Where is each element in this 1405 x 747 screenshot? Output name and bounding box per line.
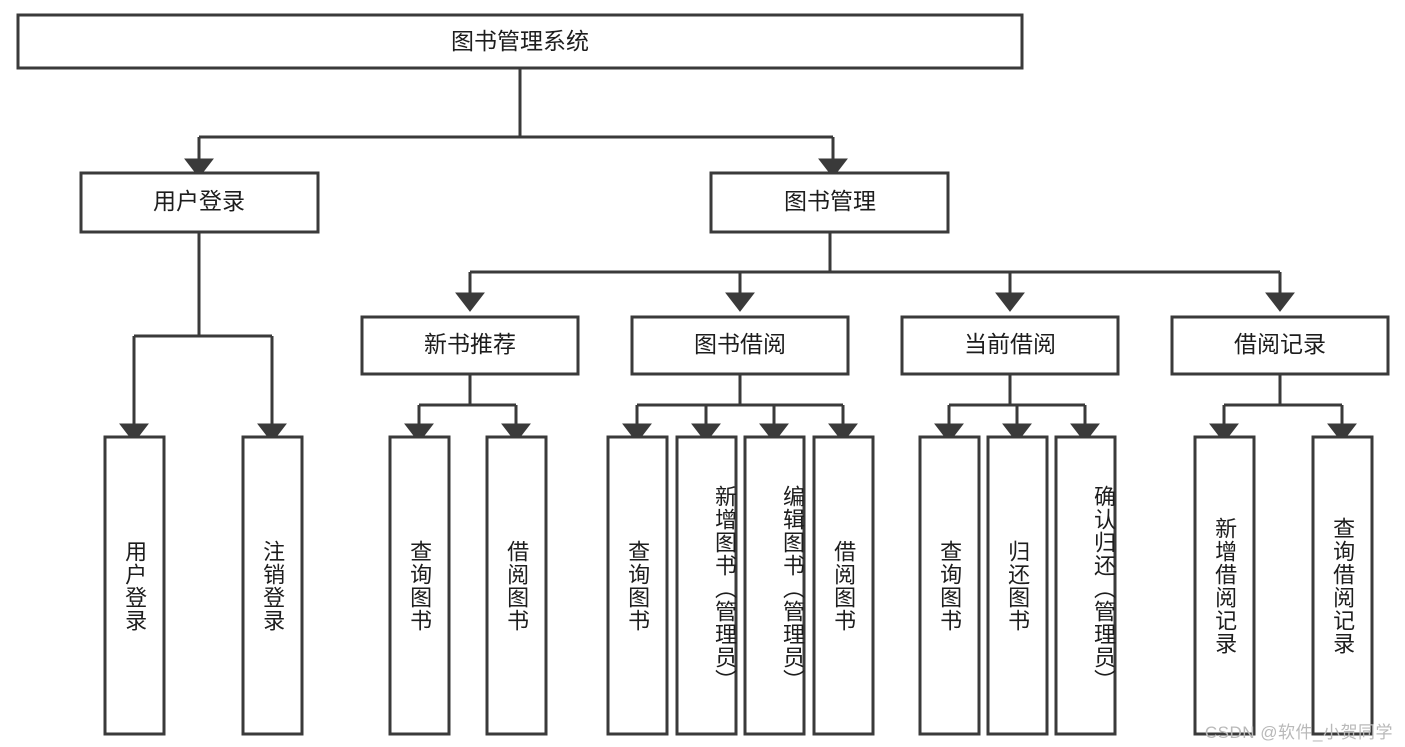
- node-user-login-label: 用户登录: [153, 188, 245, 214]
- connector-current-borrow-to-leaves: [934, 375, 1100, 443]
- node-new-book-recommend[interactable]: 新书推荐: [360, 315, 580, 376]
- connector-user-login-to-leaves: [119, 233, 287, 443]
- node-root-system[interactable]: 图书管理系统: [16, 13, 1024, 70]
- leaf-user-login-1[interactable]: [241, 435, 304, 736]
- node-borrow-record[interactable]: 借阅记录: [1170, 315, 1390, 376]
- leaf-book-borrow-1[interactable]: [675, 435, 738, 736]
- leaf-book-borrow-2[interactable]: [743, 435, 806, 736]
- leaf-current-borrow-1[interactable]: [986, 435, 1049, 736]
- node-book-management-label: 图书管理: [784, 188, 876, 214]
- leaf-new-book-1[interactable]: [485, 435, 548, 736]
- leaf-book-borrow-3[interactable]: [812, 435, 875, 736]
- leaf-current-borrow-2[interactable]: [1054, 435, 1117, 736]
- connector-new-book-to-leaves: [404, 375, 531, 443]
- node-new-book-recommend-label: 新书推荐: [424, 331, 516, 357]
- node-book-borrow-label: 图书借阅: [694, 331, 786, 357]
- watermark-text: CSDN @软件_小贺同学: [1204, 723, 1393, 742]
- leaf-borrow-record-0[interactable]: [1193, 435, 1256, 736]
- connector-book-mgmt-to-level3: [455, 233, 1295, 312]
- node-current-borrow[interactable]: 当前借阅: [900, 315, 1120, 376]
- connector-root-to-level2: [184, 69, 848, 178]
- leaf-user-login-0[interactable]: [103, 435, 166, 736]
- node-borrow-record-label: 借阅记录: [1234, 331, 1326, 357]
- node-book-borrow[interactable]: 图书借阅: [630, 315, 850, 376]
- leaf-borrow-record-1[interactable]: [1311, 435, 1374, 736]
- node-current-borrow-label: 当前借阅: [964, 331, 1056, 357]
- node-root-label: 图书管理系统: [451, 28, 589, 54]
- connector-borrow-record-to-leaves: [1209, 375, 1357, 443]
- node-book-management[interactable]: 图书管理: [709, 171, 950, 234]
- leaf-current-borrow-0[interactable]: [918, 435, 981, 736]
- leaf-new-book-0[interactable]: [388, 435, 451, 736]
- node-user-login[interactable]: 用户登录: [79, 171, 320, 234]
- connector-book-borrow-to-leaves: [622, 375, 858, 443]
- leaf-book-borrow-0[interactable]: [606, 435, 669, 736]
